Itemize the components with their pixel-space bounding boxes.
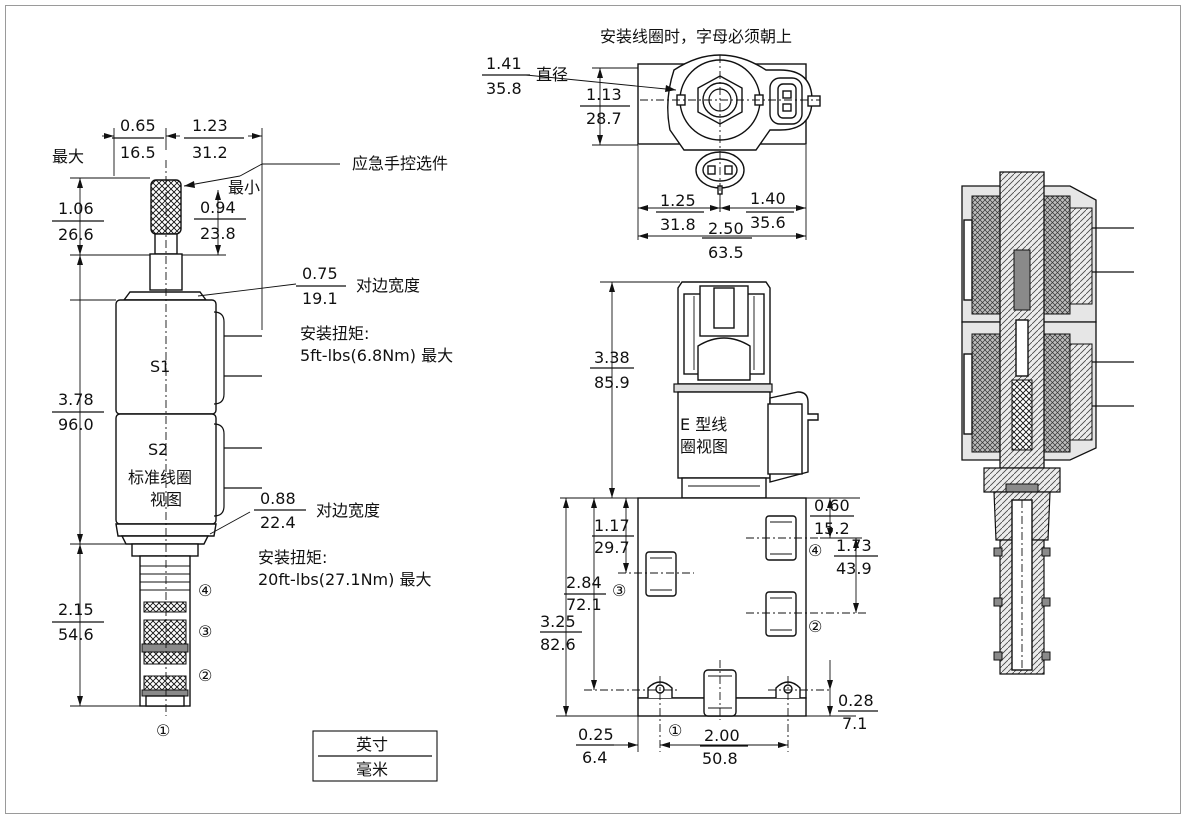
torque-value-1: 5ft-lbs(6.8Nm) 最大 xyxy=(300,346,453,365)
cross-section-view xyxy=(961,171,1134,675)
dim-028-in: 0.28 xyxy=(838,691,874,710)
front-port-3: ③ xyxy=(612,581,626,600)
coil-s1-label: S1 xyxy=(150,357,170,376)
dim-025-mm: 6.4 xyxy=(582,748,607,767)
dim-117-mm: 29.7 xyxy=(594,538,630,557)
legend-mm: 毫米 xyxy=(356,760,388,779)
left-port-1: ① xyxy=(156,721,170,740)
left-port-4: ④ xyxy=(198,581,212,600)
dim-106-in: 1.06 xyxy=(58,199,94,218)
dim-088-in: 0.88 xyxy=(260,489,296,508)
e-coil-line2: 圈视图 xyxy=(680,437,728,456)
dim-025-in: 0.25 xyxy=(578,725,614,744)
dim-075-mm: 19.1 xyxy=(302,289,338,308)
dim-060-mm: 15.2 xyxy=(814,519,850,538)
dim-113-mm: 28.7 xyxy=(586,109,622,128)
across-flats-2: 对边宽度 xyxy=(316,501,380,520)
dim-060-in: 0.60 xyxy=(814,496,850,515)
dim-338-mm: 85.9 xyxy=(594,373,630,392)
dim-141-in: 1.41 xyxy=(486,54,522,73)
drawing-frame xyxy=(5,5,1181,814)
dim-106-mm: 26.6 xyxy=(58,225,94,244)
across-flats-1: 对边宽度 xyxy=(356,276,420,295)
unit-legend xyxy=(312,730,438,782)
coil-s2-label: S2 xyxy=(148,440,168,459)
dim-123-mm: 31.2 xyxy=(192,143,228,162)
dim-173-in: 1.73 xyxy=(836,536,872,555)
torque-value-2: 20ft-lbs(27.1Nm) 最大 xyxy=(258,570,431,589)
top-view-note: 安装线圈时，字母必须朝上 xyxy=(600,27,792,46)
std-coil-line1: 标准线圈 xyxy=(128,468,192,487)
dim-250-mm: 63.5 xyxy=(708,243,744,262)
legend-inch: 英寸 xyxy=(356,735,388,754)
dim-125-mm: 31.8 xyxy=(660,215,696,234)
dim-250-in: 2.50 xyxy=(708,219,744,238)
dim-378-in: 3.78 xyxy=(58,390,94,409)
side-view xyxy=(52,128,346,716)
left-port-2: ② xyxy=(198,666,212,685)
front-port-2: ② xyxy=(808,617,822,636)
torque-title-1: 安装扭矩: xyxy=(300,324,369,343)
dim-125-in: 1.25 xyxy=(660,191,696,210)
dim-113-in: 1.13 xyxy=(586,85,622,104)
manual-override-label: 应急手控选件 xyxy=(352,154,448,173)
front-view xyxy=(540,281,878,752)
dim-200-in: 2.00 xyxy=(704,726,740,745)
front-port-1: ① xyxy=(668,721,682,740)
torque-title-2: 安装扭矩: xyxy=(258,548,327,567)
dim-325-in: 3.25 xyxy=(540,612,576,631)
dim-028-mm: 7.1 xyxy=(842,714,867,733)
label-min: 最小 xyxy=(228,178,260,197)
std-coil-line2: 视图 xyxy=(150,490,182,509)
dim-141-mm: 35.8 xyxy=(486,79,522,98)
dim-200-mm: 50.8 xyxy=(702,749,738,768)
dim-140-in: 1.40 xyxy=(750,189,786,208)
label-max: 最大 xyxy=(52,147,84,166)
dim-094-in: 0.94 xyxy=(200,198,236,217)
dim-173-mm: 43.9 xyxy=(836,559,872,578)
cartridge-thread xyxy=(131,543,199,557)
dim-094-mm: 23.8 xyxy=(200,224,236,243)
top-view xyxy=(482,54,821,240)
left-port-3: ③ xyxy=(198,622,212,641)
dim-065-mm: 16.5 xyxy=(120,143,156,162)
dim-088-mm: 22.4 xyxy=(260,513,296,532)
dim-325-mm: 82.6 xyxy=(540,635,576,654)
dim-215-in: 2.15 xyxy=(58,600,94,619)
dim-140-mm: 35.6 xyxy=(750,213,786,232)
dim-117-in: 1.17 xyxy=(594,516,630,535)
e-coil-line1: E 型线 xyxy=(680,415,727,434)
dim-075-in: 0.75 xyxy=(302,264,338,283)
dim-284-in: 2.84 xyxy=(566,573,602,592)
dim-215-mm: 54.6 xyxy=(58,625,94,644)
dim-065-in: 0.65 xyxy=(120,116,156,135)
dia-label: 直径 xyxy=(536,65,568,84)
dim-284-mm: 72.1 xyxy=(566,595,602,614)
dim-378-mm: 96.0 xyxy=(58,415,94,434)
dim-338-in: 3.38 xyxy=(594,348,630,367)
front-port-4: ④ xyxy=(808,541,822,560)
dim-123-in: 1.23 xyxy=(192,116,228,135)
